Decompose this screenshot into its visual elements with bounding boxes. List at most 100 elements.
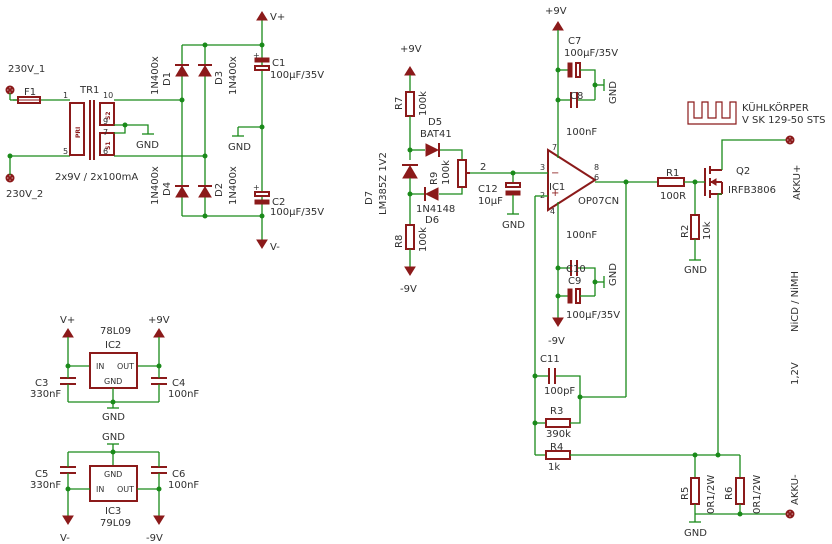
svg-text:+: + xyxy=(253,51,260,60)
capacitor-c6[interactable] xyxy=(151,466,167,474)
diode-d6[interactable] xyxy=(424,187,439,201)
ic3-out: OUT xyxy=(117,485,134,494)
akku-plus-label: AKKU+ xyxy=(792,165,803,200)
akku-plus-terminal[interactable] xyxy=(785,135,795,145)
regulator-ic3[interactable] xyxy=(89,465,138,502)
gnd-label-shunt: GND xyxy=(684,528,707,539)
capacitor-c12[interactable] xyxy=(505,182,521,196)
regulator-ic2[interactable] xyxy=(89,352,138,389)
vplus-symbol-ic2 xyxy=(62,328,74,338)
ic2-value: 78L09 xyxy=(100,326,131,337)
c9-name: C9 xyxy=(568,276,581,287)
svg-text:+: + xyxy=(253,183,260,192)
d6-value: 1N4148 xyxy=(416,204,455,215)
gnd-label-r2: GND xyxy=(684,265,707,276)
c10-value: 100nF xyxy=(566,230,597,241)
ac-terminal-1[interactable] xyxy=(5,85,15,95)
v12-label: 1,2V xyxy=(790,362,801,385)
resistor-r8[interactable] xyxy=(405,224,415,250)
ic3-gnd: GND xyxy=(104,470,122,479)
n9v-label-ref: -9V xyxy=(400,284,417,295)
ac-input-section: 230V_1 230V_2 F1 TR1 PRI S2 xyxy=(5,64,182,200)
capacitor-c3[interactable] xyxy=(60,377,76,385)
resistor-r3[interactable] xyxy=(545,418,571,428)
resistor-r6[interactable] xyxy=(735,477,745,505)
diode-d1[interactable] xyxy=(175,64,189,77)
svg-text:+: + xyxy=(551,188,559,199)
nicd-label: NiCD / NiMH xyxy=(790,271,801,332)
ic1-pin8: 8 xyxy=(594,163,599,172)
ic2-name: IC2 xyxy=(105,340,121,351)
d5-name: D5 xyxy=(428,117,442,128)
transformer-tr1[interactable] xyxy=(69,100,115,160)
capacitor-c2[interactable]: + xyxy=(253,183,270,205)
ic1-name: IC1 xyxy=(549,182,565,193)
vplus-label-ic2: V+ xyxy=(60,315,75,326)
c2-value: 100µF/35V xyxy=(270,207,324,218)
diode-d5[interactable] xyxy=(425,143,440,157)
r2-value: 10k xyxy=(702,221,713,240)
diode-d4[interactable] xyxy=(175,185,189,198)
capacitor-c8[interactable] xyxy=(570,92,578,108)
capacitor-c11[interactable] xyxy=(548,368,556,384)
c7-name: C7 xyxy=(568,36,581,47)
diode-d2[interactable] xyxy=(198,185,212,198)
resistor-r5[interactable] xyxy=(690,477,700,505)
ac-terminal-2[interactable] xyxy=(5,173,15,183)
c4-name: C4 xyxy=(172,378,185,389)
r5-name: R5 xyxy=(680,487,691,500)
capacitor-c4[interactable] xyxy=(151,377,167,385)
ic1-pin3: 3 xyxy=(540,163,545,172)
ic1-pin7: 7 xyxy=(552,143,557,152)
potentiometer-r9[interactable] xyxy=(457,159,470,188)
r1-name: R1 xyxy=(666,168,679,179)
gnd-label-c9: GND xyxy=(608,263,619,286)
diode-d7[interactable] xyxy=(402,164,418,179)
tr1-pin5: 5 xyxy=(63,147,68,156)
c5-value: 330nF xyxy=(30,480,61,491)
akku-minus-label: AKKU- xyxy=(790,474,801,505)
tr1-label: TR1 xyxy=(79,85,99,96)
ic1-pin6: 6 xyxy=(594,173,599,182)
heatsink-value: V SK 129-50 STS xyxy=(742,115,826,126)
akku-minus-terminal[interactable] xyxy=(785,509,795,519)
c1-name: C1 xyxy=(272,58,285,69)
capacitor-c5[interactable] xyxy=(60,466,76,474)
ic1-value: OP07CN xyxy=(578,196,619,207)
resistor-r7[interactable] xyxy=(405,91,415,117)
heatsink-name: KÜHLKÖRPER xyxy=(742,101,809,114)
gnd-label-c7: GND xyxy=(608,81,619,104)
q2-value: IRFB3806 xyxy=(728,185,776,196)
tr1-s2-label: S2 xyxy=(105,112,112,121)
diode-d3[interactable] xyxy=(198,64,212,77)
d7-name: D7 xyxy=(364,191,375,205)
c8-value: 100nF xyxy=(566,127,597,138)
r8-name: R8 xyxy=(394,235,405,248)
capacitor-c1[interactable]: + xyxy=(253,51,270,71)
r9-value: 100k xyxy=(441,160,452,185)
capacitor-c10[interactable] xyxy=(570,260,578,276)
r3-name: R3 xyxy=(550,406,563,417)
c1-value: 100µF/35V xyxy=(270,70,324,81)
capacitor-c9[interactable] xyxy=(567,288,581,304)
capacitor-c7[interactable] xyxy=(567,62,581,78)
resistor-r1[interactable] xyxy=(657,177,685,187)
ic1-pin4: 4 xyxy=(550,207,555,216)
gnd-label-ic2: GND xyxy=(102,412,125,423)
resistor-r2[interactable] xyxy=(690,214,700,240)
reference-network: +9V R7 100k D7 LM385Z 1V2 R8 100k -9V xyxy=(364,44,540,295)
opamp-section: − + IC1 OP07CN 3 2 4 7 8 6 +9V C7 100µF/… xyxy=(532,6,740,473)
n9v-symbol-ref xyxy=(404,266,416,276)
mosfet-q2[interactable] xyxy=(704,166,723,198)
p9v-symbol-ic2 xyxy=(153,328,165,338)
tr1-spec: 2x9V / 2x100mA xyxy=(55,172,138,183)
tr1-s1-label: S1 xyxy=(105,142,112,151)
supply-vplus-symbol xyxy=(256,11,268,21)
r3-value: 390k xyxy=(546,429,571,440)
fuse-f1[interactable] xyxy=(17,96,41,104)
opamp-ic1[interactable]: − + xyxy=(547,148,597,212)
heatsink[interactable] xyxy=(687,101,737,125)
r2-name: R2 xyxy=(680,225,691,238)
d1-name: D1 xyxy=(162,72,173,86)
d3-value: 1N400x xyxy=(228,56,239,95)
